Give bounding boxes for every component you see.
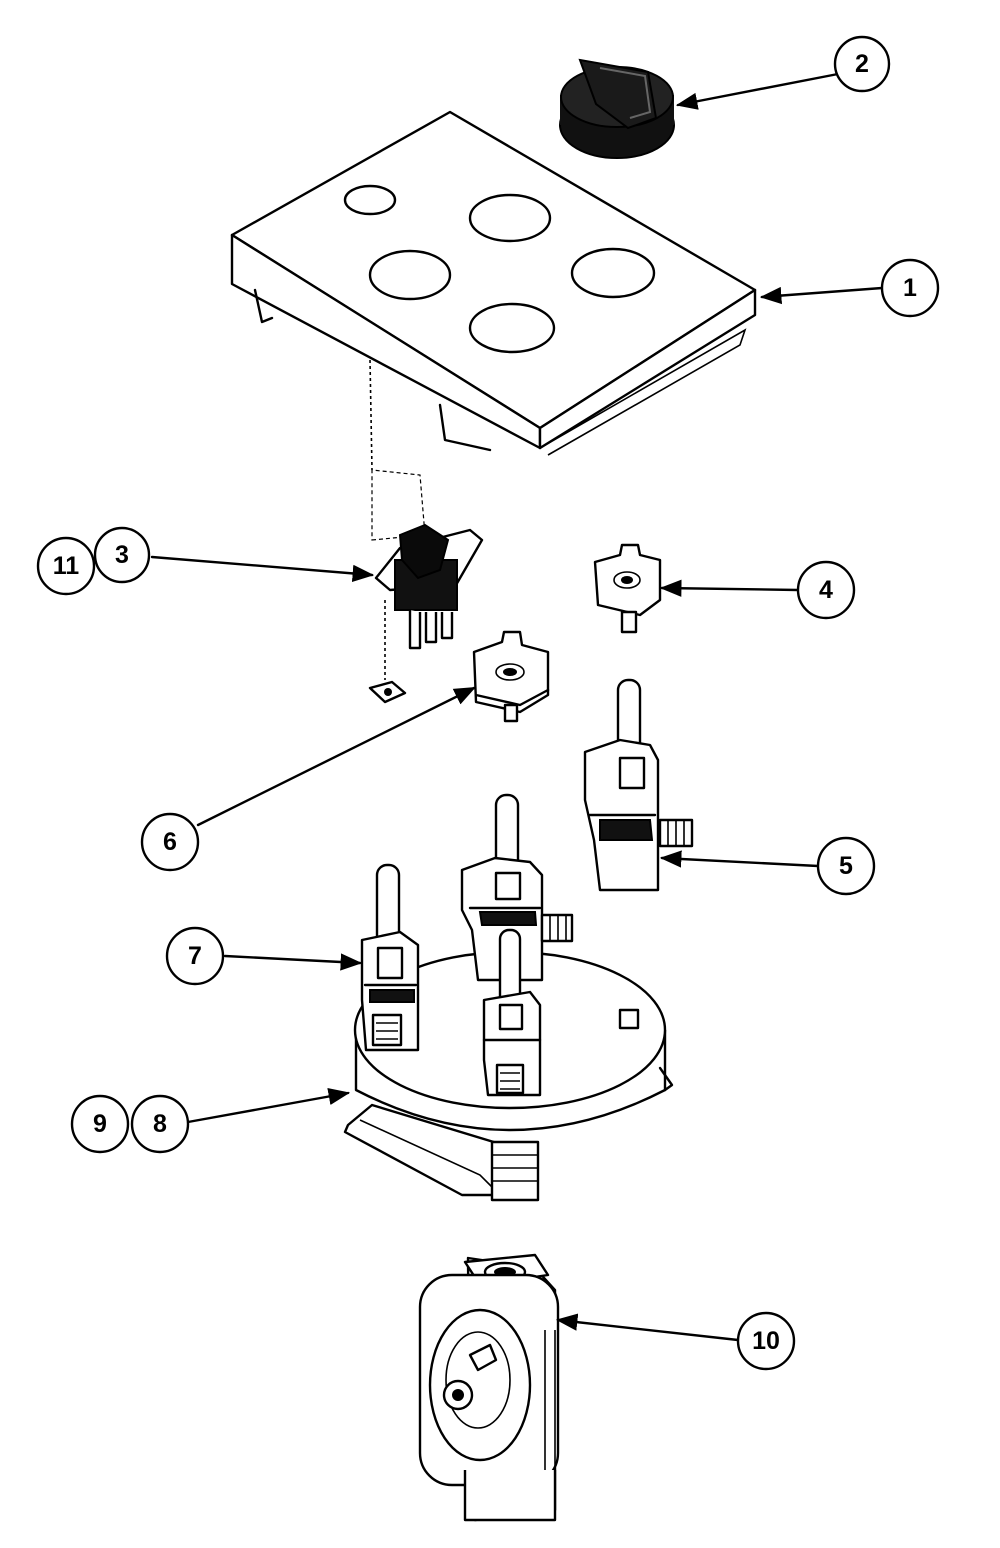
leader-lines — [150, 72, 884, 1342]
callout-label: 7 — [188, 942, 202, 970]
part-center-valve — [460, 793, 574, 982]
part-small-switch-4 — [593, 543, 662, 634]
part-switch — [368, 469, 484, 704]
callout-label: 8 — [153, 1110, 167, 1138]
callout-label: 1 — [903, 274, 917, 302]
part-valve-7 — [360, 863, 420, 1052]
callout-9: 9 — [70, 1094, 130, 1154]
callout-6: 6 — [140, 812, 200, 872]
callout-label: 11 — [53, 552, 80, 580]
callout-label: 10 — [752, 1327, 780, 1355]
callout-4: 4 — [796, 560, 856, 620]
part-control-panel — [230, 110, 757, 471]
callout-5: 5 — [816, 836, 876, 896]
callout-label: 4 — [819, 576, 833, 604]
callout-3: 3 — [93, 526, 151, 584]
callout-1: 1 — [880, 258, 940, 318]
callout-2: 2 — [833, 35, 891, 93]
callout-label: 6 — [163, 828, 177, 856]
callout-label: 5 — [839, 852, 853, 880]
callout-label: 3 — [115, 541, 129, 569]
callout-11: 11 — [36, 536, 96, 596]
part-regulator — [418, 1253, 560, 1522]
part-knob — [559, 58, 675, 159]
part-valve-5 — [583, 678, 694, 892]
callout-label: 9 — [93, 1110, 107, 1138]
callout-7: 7 — [165, 926, 225, 986]
part-lower-valve — [482, 928, 542, 1097]
callout-label: 2 — [855, 50, 869, 78]
callout-10: 10 — [736, 1311, 796, 1371]
part-small-switch-6 — [472, 630, 550, 723]
callout-8: 8 — [130, 1094, 190, 1154]
